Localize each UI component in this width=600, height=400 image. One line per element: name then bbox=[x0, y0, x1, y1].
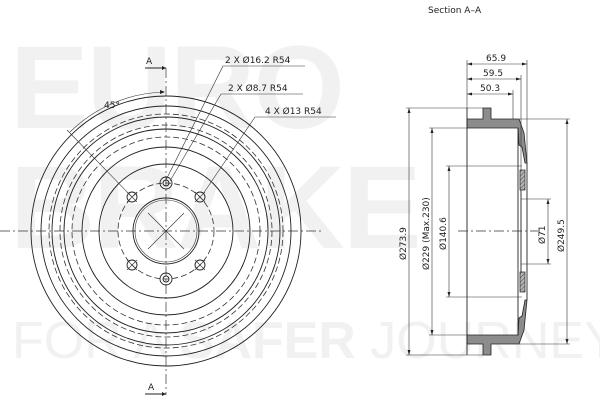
outer-rim-circle bbox=[30, 95, 302, 367]
rim-circle-4 bbox=[63, 128, 269, 334]
center-bore-inner bbox=[134, 199, 198, 263]
svg-text:Ø273.9: Ø273.9 bbox=[398, 227, 409, 260]
dim-273-9: Ø273.9 bbox=[398, 107, 483, 356]
svg-text:65.9: 65.9 bbox=[486, 54, 506, 64]
watermark-tagline: FOR A SAFER JOURNEY bbox=[12, 312, 600, 370]
web-bottom bbox=[519, 271, 526, 293]
section-marker-bottom: A bbox=[145, 383, 166, 396]
callout-3: 4 X Ø13 R54 bbox=[202, 106, 336, 195]
svg-text:Ø229 (Max.230): Ø229 (Max.230) bbox=[421, 197, 432, 270]
front-view: A A 45° 2 X Ø16.2 R54 2 X Ø8.7 R54 bbox=[0, 55, 336, 396]
hole-bottom bbox=[159, 272, 173, 286]
dim-65-9: 65.9 bbox=[466, 54, 528, 163]
dim-229: Ø229 (Max.230) bbox=[421, 127, 467, 336]
angle-label: 45° bbox=[104, 101, 120, 111]
callout-label: 2 X Ø16.2 R54 bbox=[225, 55, 291, 66]
svg-text:50.3: 50.3 bbox=[480, 84, 500, 94]
dim-59-5: 59.5 bbox=[467, 69, 522, 170]
callout-label: 4 X Ø13 R54 bbox=[265, 106, 322, 117]
dim-50-3: 50.3 bbox=[467, 84, 514, 119]
watermark-brand-line1: EURO bbox=[10, 22, 343, 154]
hub-outer-circle bbox=[81, 146, 251, 316]
svg-text:Ø71: Ø71 bbox=[537, 225, 548, 244]
dim-71: Ø71 bbox=[521, 198, 551, 265]
svg-text:A: A bbox=[148, 383, 155, 393]
watermark-tagline-bold: SAFER bbox=[180, 312, 356, 370]
hub-circle bbox=[98, 163, 234, 299]
svg-text:Ø249.5: Ø249.5 bbox=[556, 219, 567, 252]
watermark: EURO BRAKE FOR A SAFER JOURNEY bbox=[10, 22, 600, 370]
svg-text:A: A bbox=[146, 57, 153, 67]
svg-text:Ø140.6: Ø140.6 bbox=[438, 217, 449, 250]
bolt-hole-lr bbox=[194, 259, 206, 271]
web-top bbox=[519, 169, 526, 191]
watermark-brand-line2: BRAKE bbox=[10, 142, 420, 274]
hidden-circle-1 bbox=[48, 113, 284, 349]
callout-2: 2 X Ø8.7 R54 bbox=[169, 83, 303, 182]
svg-text:59.5: 59.5 bbox=[483, 69, 503, 79]
angle-dimension: 45° bbox=[66, 90, 165, 198]
hidden-circle-2 bbox=[59, 124, 273, 338]
watermark-tagline-part1: FOR A bbox=[12, 312, 180, 370]
bolt-hole-ll bbox=[126, 259, 138, 271]
center-cross-2 bbox=[147, 212, 185, 250]
hidden-circle-3 bbox=[71, 136, 261, 326]
bolt-pitch-circle bbox=[117, 182, 215, 280]
dim-249-5: Ø249.5 bbox=[519, 118, 570, 345]
section-view: 65.9 59.5 50.3 Ø273.9 Ø229 (Max bbox=[398, 54, 570, 356]
callout-1: 2 X Ø16.2 R54 bbox=[165, 55, 305, 181]
section-title: Section A–A bbox=[428, 6, 482, 16]
rim-circle-2 bbox=[40, 105, 292, 357]
dim-140-6: Ø140.6 bbox=[438, 165, 522, 298]
callout-label: 2 X Ø8.7 R54 bbox=[228, 83, 288, 94]
rim-circle-3 bbox=[51, 116, 281, 346]
center-bore-outer bbox=[132, 197, 200, 265]
section-marker-top: A bbox=[145, 57, 166, 70]
